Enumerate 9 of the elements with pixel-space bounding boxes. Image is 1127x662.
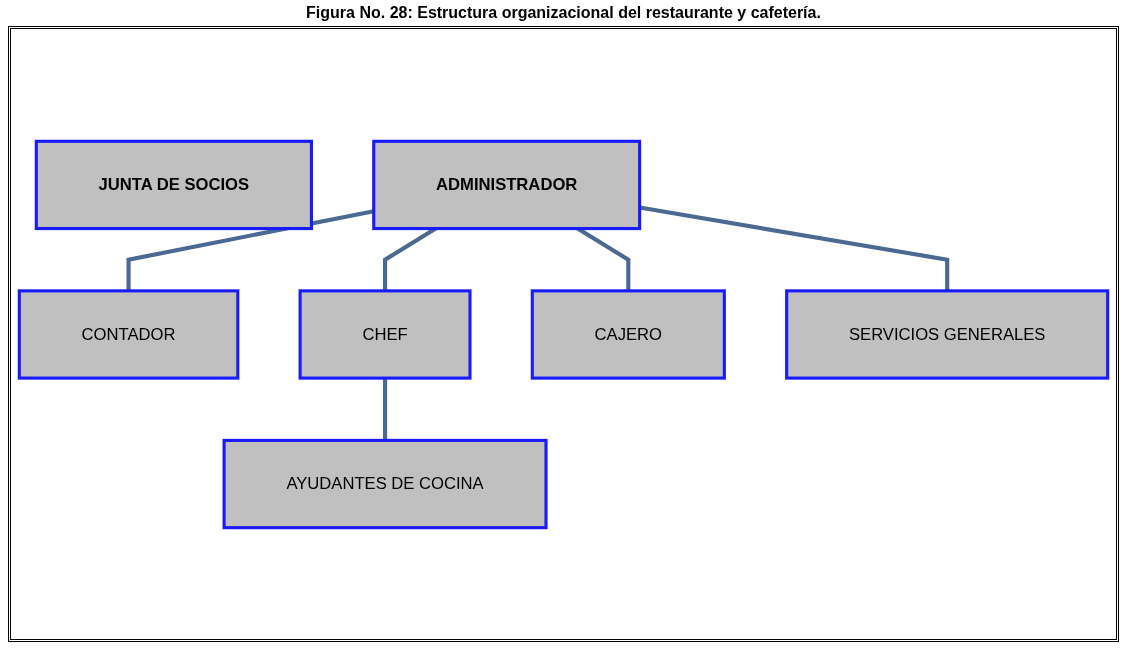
node-box: SERVICIOS GENERALES — [785, 288, 1110, 380]
node-box: JUNTA DE SOCIOS — [34, 139, 313, 230]
figure-title: Figura No. 28: Estructura organizacional del restaurante y cafetería. — [305, 4, 822, 22]
node-box: CONTADOR — [17, 288, 240, 380]
connector — [382, 377, 388, 440]
node-box: ADMINISTRADOR — [372, 139, 642, 230]
node-box: AYUDANTES DE COCINA — [222, 438, 548, 529]
node-box: CAJERO — [530, 288, 726, 380]
node-box: CHEF — [298, 288, 472, 380]
